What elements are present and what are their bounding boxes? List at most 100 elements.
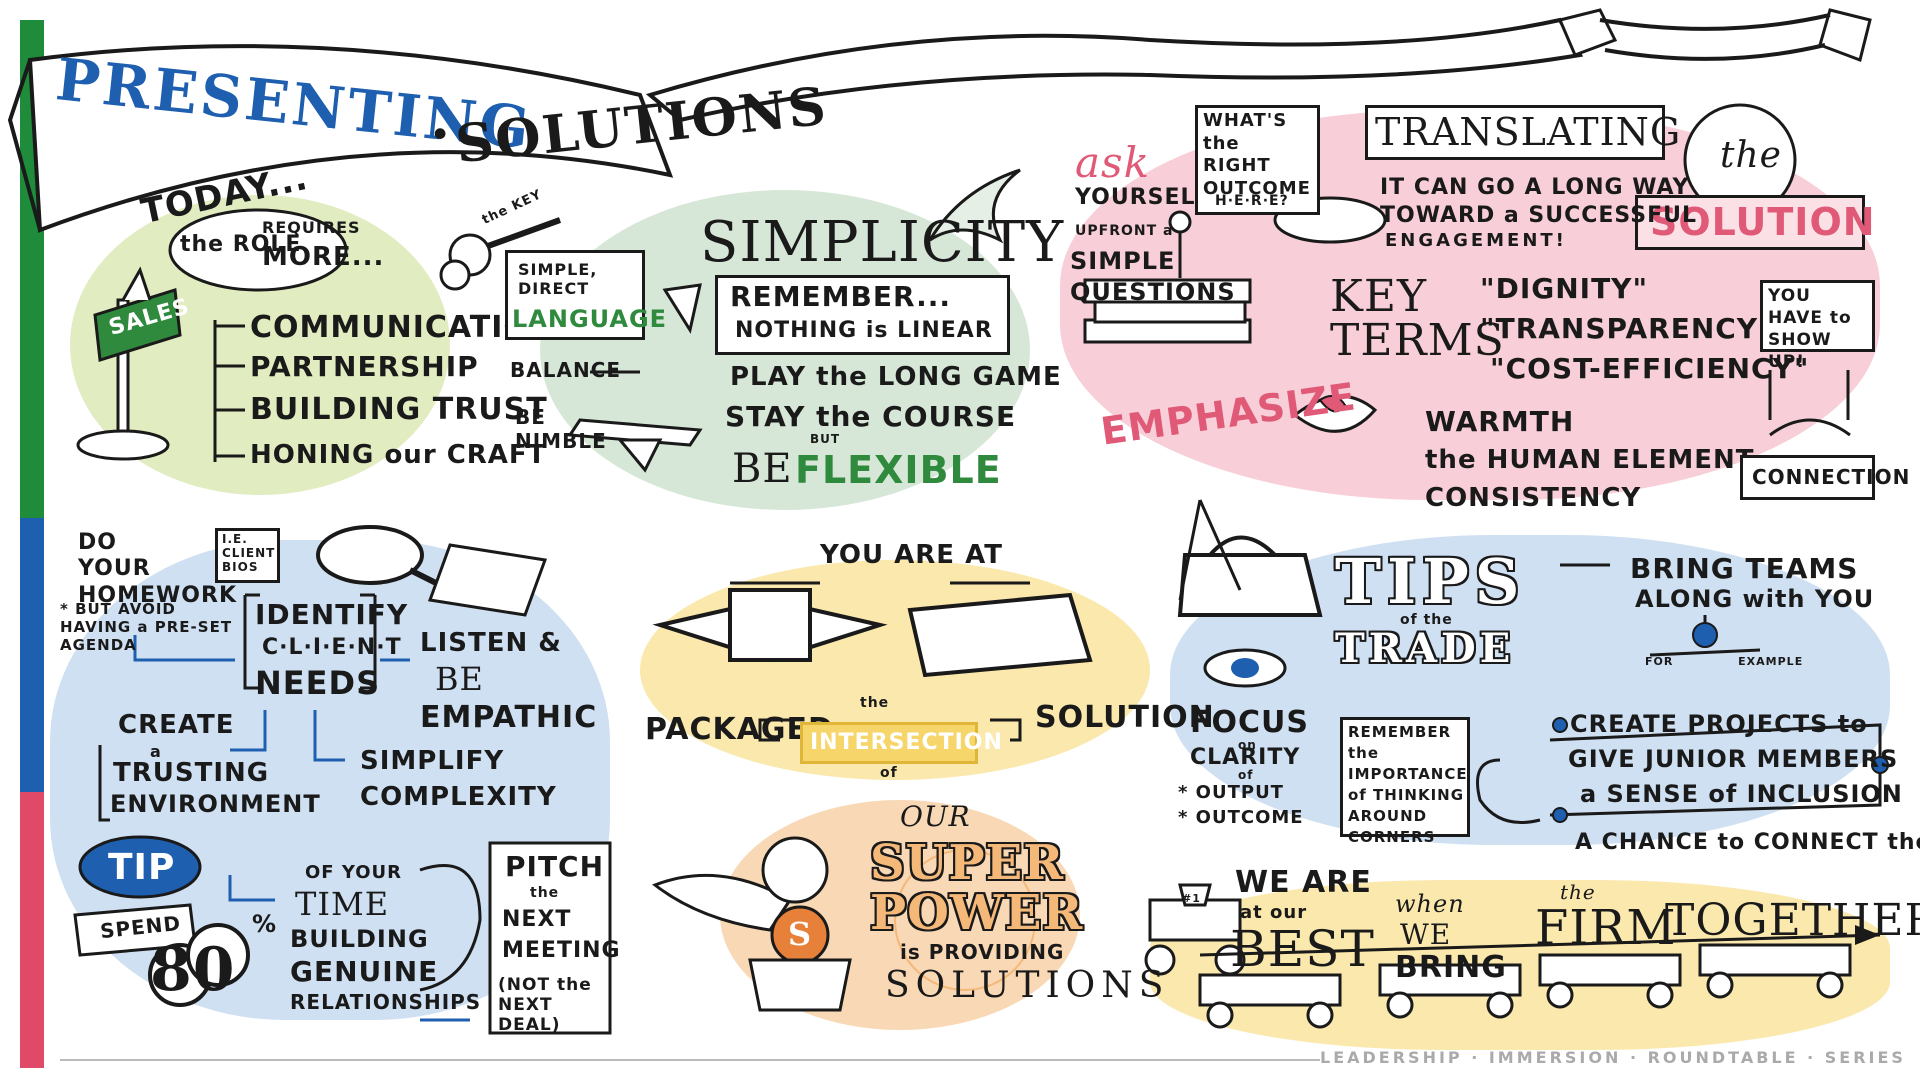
engagement-text: ENGAGEMENT! bbox=[1385, 230, 1567, 251]
empathic-text: EMPATHIC bbox=[420, 700, 598, 735]
upfront-text: UPFRONT a bbox=[1075, 223, 1174, 239]
percent-sign: % bbox=[252, 910, 278, 938]
pitch-text: PITCH bbox=[505, 850, 605, 883]
chance-text: A CHANCE to CONNECT the DOTS bbox=[1575, 830, 1920, 855]
ask-text: ask bbox=[1075, 138, 1151, 187]
focus-text: FOCUS bbox=[1190, 705, 1309, 740]
but-text: BUT bbox=[810, 432, 841, 446]
left-bar-green bbox=[20, 20, 44, 518]
time-text: TIME bbox=[295, 885, 390, 923]
tips-text: TIPS bbox=[1335, 545, 1526, 618]
intersection-solution: SOLUTION bbox=[1035, 700, 1215, 735]
focus-on: on bbox=[1238, 738, 1257, 752]
today-item-communication: COMMUNICATION bbox=[250, 310, 556, 345]
outcome-text: * OUTCOME bbox=[1178, 807, 1304, 828]
balance-text: BALANCE bbox=[510, 358, 622, 382]
client-text: C·L·I·E·N·T bbox=[262, 635, 402, 660]
genuine-text: GENUINE bbox=[290, 955, 439, 988]
pitch-the-text: the bbox=[530, 885, 560, 901]
simple-direct-box bbox=[505, 250, 645, 340]
listen-text: LISTEN & bbox=[420, 628, 562, 658]
dog-badge: S bbox=[788, 915, 813, 953]
today-bubble-prefix: the ROLE bbox=[180, 232, 302, 257]
title-solutions: SOLUTIONS bbox=[452, 75, 831, 176]
together-text: TOGETHER! bbox=[1665, 895, 1920, 946]
remember-text: REMEMBER... bbox=[730, 280, 951, 313]
create-a-text: a bbox=[150, 742, 162, 761]
tip-badge-text: TIP bbox=[108, 847, 176, 888]
stay-course-text: STAY the COURSE bbox=[725, 400, 1017, 433]
emph-warmth: WARMTH bbox=[1425, 405, 1575, 438]
solutions-text: SOLUTIONS bbox=[885, 965, 1170, 1006]
trusting-text: TRUSTING bbox=[113, 758, 270, 788]
firm-the: the bbox=[1560, 880, 1596, 904]
firm-text: FIRM bbox=[1535, 900, 1677, 956]
of-the-text: of the bbox=[1400, 612, 1453, 628]
translating-heading: TRANSLATING bbox=[1375, 110, 1682, 154]
client-bios-box bbox=[215, 528, 280, 583]
relationships-text: RELATIONSHIPS bbox=[290, 990, 482, 1014]
here-text: H·E·R·E? bbox=[1215, 193, 1289, 209]
create-text: CREATE bbox=[118, 710, 235, 740]
environment-text: ENVIRONMENT bbox=[110, 790, 321, 818]
solution-banner bbox=[1635, 195, 1865, 250]
at-our-text: at our bbox=[1240, 902, 1308, 923]
today-bubble-more: MORE... bbox=[262, 242, 385, 272]
complexity-text: COMPLEXITY bbox=[360, 782, 557, 812]
clarity-of: of bbox=[1238, 768, 1254, 782]
emph-consistency: CONSISTENCY bbox=[1425, 483, 1642, 513]
inclusion-text: a SENSE of INCLUSION bbox=[1580, 780, 1903, 808]
left-bar-red bbox=[20, 792, 44, 1068]
key-label: the KEY bbox=[479, 187, 545, 228]
play-long-game-text: PLAY the LONG GAME bbox=[730, 362, 1062, 392]
yourself-text: YOURSELF bbox=[1075, 185, 1212, 210]
be-empathic-be: BE bbox=[435, 660, 484, 698]
left-bar-blue bbox=[20, 518, 44, 792]
language-text: LANGUAGE bbox=[512, 305, 668, 333]
simple-questions-text: SIMPLE QUESTIONS bbox=[1070, 247, 1236, 307]
super-text: SUPER bbox=[870, 835, 1065, 891]
intersection-of: of bbox=[880, 765, 898, 781]
term-dignity: "DIGNITY" bbox=[1480, 272, 1649, 305]
trophy-label: #1 bbox=[1182, 892, 1201, 905]
bring-teams-text: BRING TEAMS bbox=[1630, 552, 1859, 585]
give-junior-text: GIVE JUNIOR MEMBERS bbox=[1568, 745, 1899, 773]
for-example-text: FOR EXAMPLE bbox=[1645, 655, 1804, 668]
title-dot: · bbox=[430, 100, 452, 168]
the-text: the bbox=[1720, 135, 1782, 176]
but-avoid-text: * BUT AVOID HAVING a PRE-SET AGENDA bbox=[60, 600, 233, 654]
our-text: OUR bbox=[900, 800, 971, 833]
of-your-text: OF YOUR bbox=[305, 862, 403, 883]
term-cost-efficiency: "COST-EFFICIENCY" bbox=[1490, 352, 1810, 385]
long-way-text: IT CAN GO A LONG WAY bbox=[1380, 175, 1690, 200]
identify-text: IDENTIFY bbox=[255, 598, 409, 631]
simple-direct-text: SIMPLE, DIRECT bbox=[518, 260, 598, 298]
not-next-deal-text: (NOT the NEXT DEAL) bbox=[498, 975, 592, 1035]
connection-box bbox=[1740, 455, 1875, 500]
today-item-building-trust: BUILDING TRUST bbox=[250, 392, 548, 427]
intersection-the: the bbox=[860, 695, 890, 711]
next-meeting-text: NEXT MEETING bbox=[502, 907, 621, 963]
solution-text: SOLUTION bbox=[1650, 200, 1876, 244]
today-item-partnership: PARTNERSHIP bbox=[250, 350, 479, 383]
term-transparency: "TRANSPARENCY" bbox=[1480, 312, 1774, 345]
best-text: BEST bbox=[1230, 920, 1375, 978]
connection-text: CONNECTION bbox=[1752, 465, 1911, 489]
eighty-value: 80 bbox=[150, 935, 236, 1005]
show-up-box bbox=[1760, 280, 1875, 352]
when-text: when bbox=[1395, 890, 1465, 918]
intersection-text: INTERSECTION bbox=[810, 730, 1003, 755]
clarity-text: CLARITY bbox=[1190, 745, 1301, 770]
toward-text: TOWARD a SUCCESSFUL bbox=[1380, 203, 1698, 228]
power-text: POWER bbox=[870, 885, 1084, 941]
flexible-text: FLEXIBLE bbox=[795, 448, 1002, 492]
is-providing-text: is PROVIDING bbox=[900, 940, 1065, 964]
footer-series: LEADERSHIP · IMMERSION · ROUNDTABLE · SE… bbox=[1320, 1048, 1906, 1067]
do-homework-text: DO YOUR HOMEWORK bbox=[78, 530, 237, 608]
nothing-linear-text: NOTHING is LINEAR bbox=[735, 318, 993, 343]
simplify-text: SIMPLIFY bbox=[360, 746, 505, 776]
you-are-at-text: YOU ARE AT bbox=[820, 540, 1003, 570]
be-nimble-text: BE NIMBLE bbox=[515, 405, 607, 453]
today-bubble-requires: REQUIRES bbox=[262, 218, 361, 237]
